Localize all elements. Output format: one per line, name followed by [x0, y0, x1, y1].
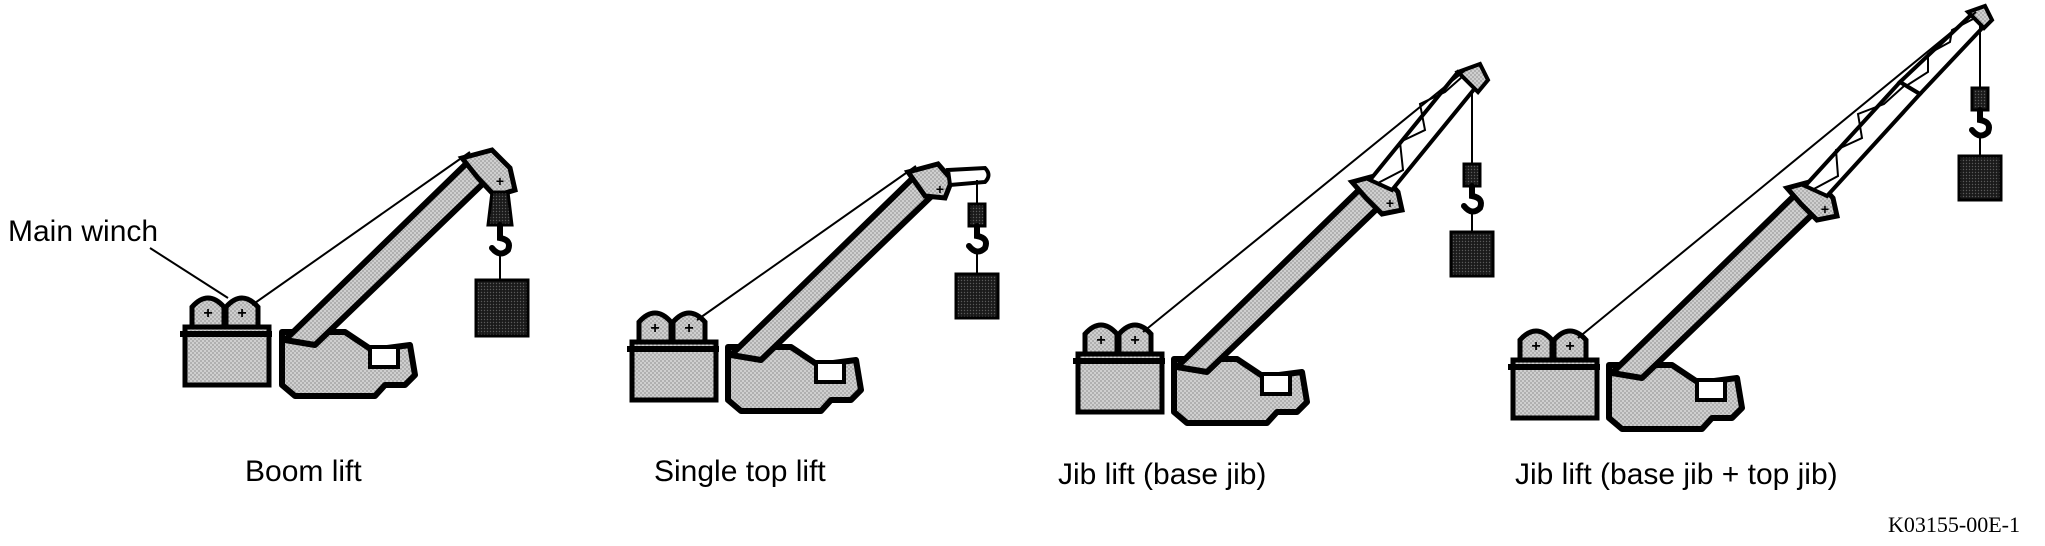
svg-text:+: + — [1565, 338, 1574, 355]
svg-text:+: + — [1821, 201, 1829, 217]
main-winch-leader-line — [149, 247, 229, 299]
boom — [282, 157, 495, 348]
svg-text:+: + — [1386, 195, 1394, 211]
hook-block — [1970, 86, 1990, 112]
hoist-rope — [696, 165, 917, 321]
hoist-rope — [1142, 67, 1469, 333]
svg-text:+: + — [650, 320, 659, 337]
hook-block — [967, 202, 987, 228]
boom-head — [903, 161, 955, 201]
svg-text:+: + — [684, 320, 693, 337]
single-top-sheave — [945, 165, 991, 188]
load-block — [1449, 230, 1495, 278]
svg-text:+: + — [203, 305, 212, 322]
load-block — [1957, 154, 2003, 202]
hook-icon — [489, 222, 512, 257]
crane-jib-lift-base-top-jib: + + + — [1508, 3, 2003, 432]
carrier-body — [1606, 362, 1745, 432]
crane-boom-lift: + + + — [180, 147, 530, 399]
svg-text:+: + — [1096, 332, 1105, 349]
load-block — [954, 272, 1000, 320]
svg-text:+: + — [936, 181, 944, 197]
main-winch-drums: + + — [636, 310, 708, 345]
cab-window — [1695, 378, 1727, 402]
carrier-body — [1171, 356, 1310, 426]
crane-jib-lift-base-jib: + + + — [1073, 61, 1495, 426]
svg-text:+: + — [1130, 332, 1139, 349]
hook-icon — [1461, 183, 1484, 215]
cab-window — [814, 360, 846, 384]
hook-icon — [966, 223, 989, 255]
base-jib-lattice — [1366, 61, 1491, 193]
svg-text:+: + — [237, 305, 246, 322]
cab-window — [368, 345, 400, 369]
winch-housing — [1508, 357, 1600, 421]
boom — [728, 172, 941, 363]
hook-icon — [1969, 107, 1992, 139]
hoist-rope — [251, 151, 471, 306]
hook-block — [486, 190, 514, 227]
top-jib-lattice — [1896, 3, 1995, 97]
winch-housing — [1073, 351, 1165, 415]
main-winch-drums: + + — [1517, 328, 1589, 363]
carrier-body — [725, 344, 864, 414]
figure-code: K03155-00E-1 — [1888, 512, 2020, 537]
crane-single-top-lift: + + + — [627, 161, 1000, 414]
load-block — [474, 278, 530, 338]
main-winch-drums: + + — [1082, 322, 1154, 357]
svg-text:+: + — [496, 173, 504, 189]
carrier-body — [279, 329, 418, 399]
caption-jib-lift-base-top-jib: Jib lift (base jib + top jib) — [1515, 458, 1838, 491]
winch-housing — [627, 339, 719, 403]
caption-jib-lift-base-jib: Jib lift (base jib) — [1058, 458, 1267, 491]
svg-text:+: + — [1531, 338, 1540, 355]
cab-window — [1260, 372, 1292, 396]
main-winch-label: Main winch — [8, 215, 159, 248]
caption-boom-lift: Boom lift — [245, 455, 362, 488]
caption-single-top-lift: Single top lift — [654, 455, 826, 488]
main-winch-drums: + + — [189, 295, 261, 330]
hoist-rope — [1577, 11, 1977, 339]
boom-head — [457, 147, 518, 199]
winch-housing — [180, 324, 272, 388]
hook-block — [1462, 162, 1482, 188]
